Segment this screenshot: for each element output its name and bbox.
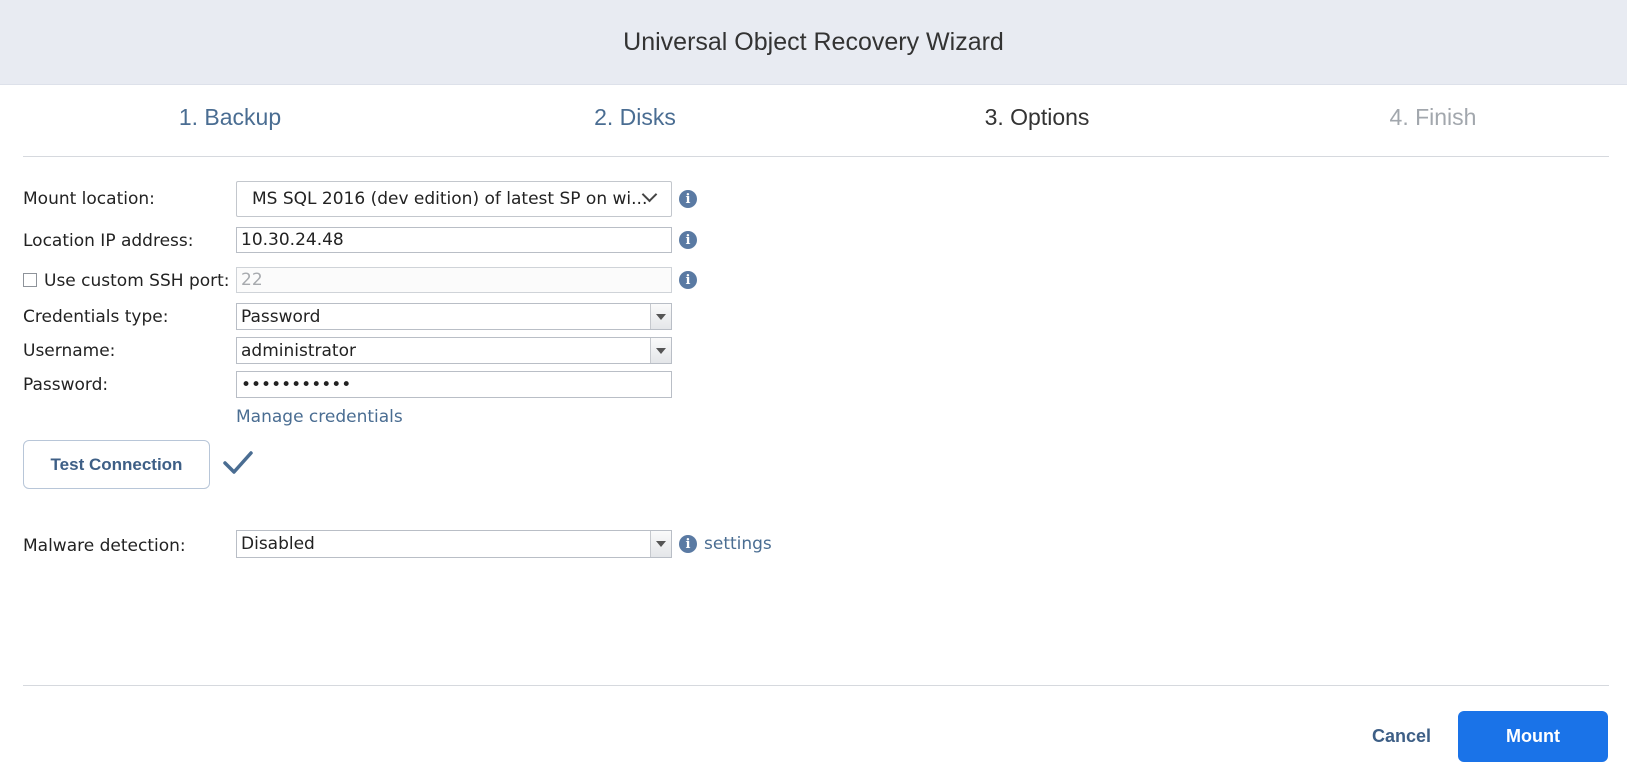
credentials-type-label: Credentials type: — [23, 307, 169, 327]
malware-detection-select[interactable]: Disabled — [236, 530, 672, 558]
username-label: Username: — [23, 341, 116, 361]
dropdown-arrow-icon[interactable] — [650, 531, 671, 557]
location-ip-input[interactable]: 10.30.24.48 — [236, 227, 672, 253]
malware-detection-value: Disabled — [241, 534, 315, 554]
password-label: Password: — [23, 375, 109, 395]
password-value: ••••••••••• — [241, 374, 352, 395]
malware-detection-label: Malware detection: — [23, 536, 186, 556]
credentials-type-value: Password — [241, 306, 321, 327]
info-icon[interactable]: i — [679, 231, 697, 249]
dropdown-arrow-icon[interactable] — [650, 304, 671, 329]
mount-location-select[interactable]: MS SQL 2016 (dev edition) of latest SP o… — [236, 181, 672, 217]
footer-divider — [23, 685, 1609, 686]
step-options: 3. Options — [984, 104, 1090, 130]
mount-location-label: Mount location: — [23, 189, 155, 209]
username-select[interactable]: administrator — [236, 337, 672, 364]
mount-button[interactable]: Mount — [1458, 711, 1608, 762]
info-icon[interactable]: i — [679, 190, 697, 208]
password-input[interactable]: ••••••••••• — [236, 371, 672, 398]
credentials-type-select[interactable]: Password — [236, 303, 672, 330]
ssh-port-value: 22 — [241, 270, 263, 290]
location-ip-value: 10.30.24.48 — [241, 230, 344, 250]
step-finish: 4. Finish — [1389, 104, 1477, 130]
step-backup[interactable]: 1. Backup — [178, 104, 282, 130]
info-icon[interactable]: i — [679, 535, 697, 553]
info-icon[interactable]: i — [679, 271, 697, 289]
ssh-port-input: 22 — [236, 267, 672, 293]
location-ip-label: Location IP address: — [23, 231, 194, 251]
wizard-steps: 1. Backup 2. Disks 3. Options 4. Finish — [23, 96, 1609, 157]
custom-ssh-port-checkbox[interactable] — [23, 273, 37, 287]
dropdown-arrow-icon[interactable] — [650, 338, 671, 363]
username-value: administrator — [241, 340, 356, 361]
step-disks[interactable]: 2. Disks — [594, 104, 676, 130]
mount-location-value: MS SQL 2016 (dev edition) of latest SP o… — [252, 189, 648, 209]
cancel-button[interactable]: Cancel — [1372, 726, 1432, 746]
manage-credentials-link[interactable]: Manage credentials — [236, 407, 403, 427]
wizard-title: Universal Object Recovery Wizard — [623, 27, 1004, 56]
check-icon — [223, 451, 253, 474]
custom-ssh-port-label: Use custom SSH port: — [44, 271, 230, 291]
test-connection-button[interactable]: Test Connection — [23, 440, 210, 489]
malware-settings-link[interactable]: settings — [704, 534, 772, 554]
wizard-header: Universal Object Recovery Wizard — [0, 0, 1627, 85]
